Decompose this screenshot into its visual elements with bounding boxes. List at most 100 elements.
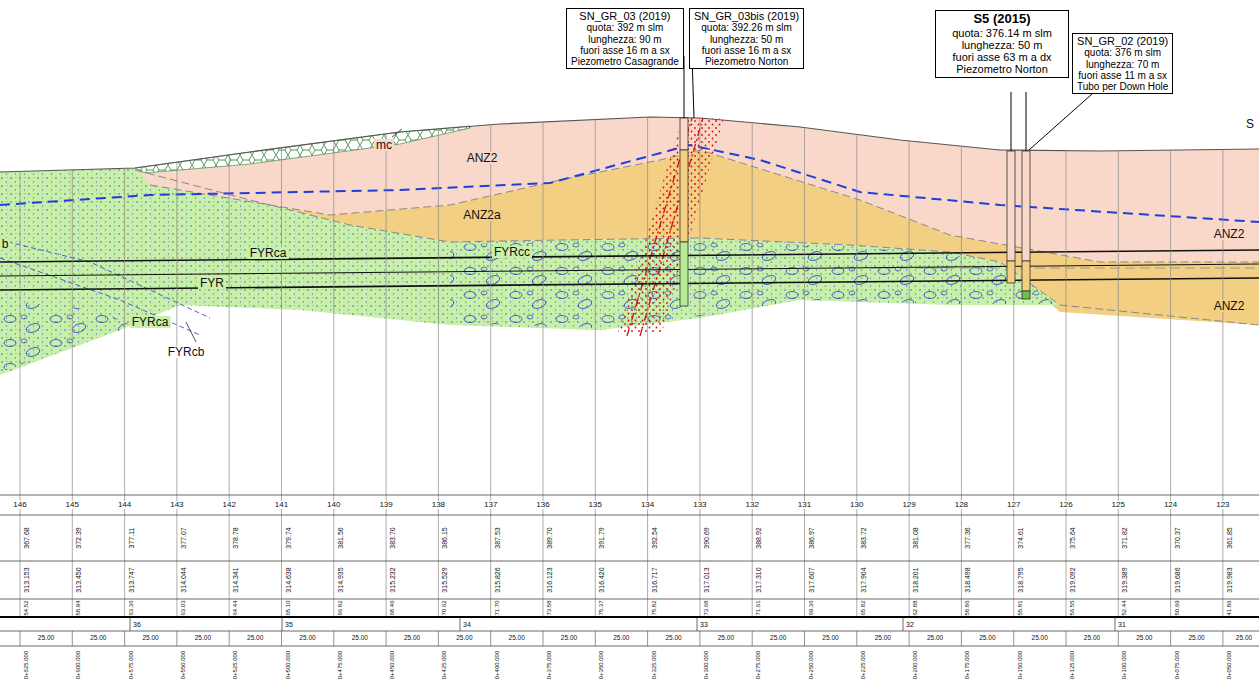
table-rule [0, 561, 1259, 562]
section-number: 134 [640, 501, 655, 509]
section-number: 138 [431, 501, 446, 509]
tunnel-line [0, 278, 1259, 290]
borehole-detail: Tubo per Down Hole [1077, 81, 1168, 92]
unit-label: b [0, 238, 10, 250]
section-number: 127 [1006, 501, 1021, 509]
chainage: 0+625.000 [23, 651, 29, 680]
borehole-detail: lunghezza: 50 m [694, 34, 799, 45]
project-elevation: 318.201 [912, 567, 919, 592]
project-elevation: 317.607 [807, 567, 814, 592]
borehole [680, 242, 688, 306]
ground-elevation: 391.79 [598, 527, 605, 548]
section-number: 142 [222, 501, 237, 509]
borehole-detail: fuori asse 16 m a sx [694, 45, 799, 56]
grid-line [647, 117, 648, 617]
grid-line [647, 631, 648, 646]
section-number: 141 [274, 501, 289, 509]
distance: 25.00 [927, 635, 943, 642]
distance: 25.00 [1032, 635, 1048, 642]
section-number: 130 [849, 501, 864, 509]
borehole [680, 150, 688, 242]
distance: 25.00 [247, 635, 263, 642]
project-elevation: 313.450 [75, 567, 82, 592]
grid-line [281, 631, 282, 646]
distance: 25.00 [352, 635, 368, 642]
ground-elevation: 378.78 [232, 527, 239, 548]
section-number: 139 [378, 501, 393, 509]
distance: 25.00 [404, 635, 420, 642]
project-elevation: 314.341 [232, 567, 239, 592]
chainage: 0+300.000 [703, 651, 709, 680]
grid-line [490, 125, 491, 617]
chainage: 0+200.000 [912, 651, 918, 680]
distance: 25.00 [195, 635, 211, 642]
distance: 25.00 [613, 635, 629, 642]
grid-line [699, 118, 700, 617]
chainage: 0+175.000 [964, 651, 970, 680]
section-number: 143 [169, 501, 184, 509]
grid-line [909, 631, 910, 646]
distance: 25.00 [1188, 635, 1204, 642]
section-number: 131 [797, 501, 812, 509]
grid-line [1222, 149, 1223, 617]
section-number: 125 [1111, 501, 1126, 509]
ground-elevation: 383.72 [859, 527, 866, 548]
borehole [1007, 261, 1015, 283]
grid-line [386, 134, 387, 617]
borehole-name: SN_GR_03bis (2019) [694, 10, 799, 22]
grid-line [124, 631, 125, 646]
grid-line [1170, 631, 1171, 646]
chainage: 0+150.000 [1017, 651, 1023, 680]
distance: 25.00 [979, 635, 995, 642]
ground-elevation: 374.61 [1016, 527, 1023, 548]
unit-label: ANZ2 [1212, 228, 1247, 240]
elevation-difference: 52.44 [1121, 600, 1127, 615]
borehole-info-box: SN_GR_03bis (2019)quota: 392.26 m slmlun… [689, 8, 804, 69]
borehole [680, 118, 688, 150]
borehole-detail: Piezometro Norton [940, 63, 1064, 75]
distance: 25.00 [142, 635, 158, 642]
section-number: 146 [12, 501, 27, 509]
ground-elevation: 381.56 [336, 527, 343, 548]
section-grid [20, 117, 1223, 646]
distance: 25.00 [299, 635, 315, 642]
distance: 25.00 [509, 635, 525, 642]
ground-elevation: 386.15 [441, 527, 448, 548]
tunnel-line [0, 264, 1259, 276]
ground-elevation: 372.39 [75, 527, 82, 548]
elevation-difference: 69.36 [808, 600, 814, 615]
section-number: 123 [1215, 501, 1230, 509]
grid-line [752, 123, 753, 617]
grid-line [130, 617, 131, 631]
km-marker: 35 [285, 621, 293, 628]
section-number: 145 [65, 501, 80, 509]
project-elevation: 318.498 [964, 567, 971, 592]
elevation-difference: 68.46 [389, 600, 395, 615]
elevation-difference: 64.44 [232, 600, 238, 615]
grid-line [176, 162, 177, 617]
elevation-difference: 75.37 [598, 600, 604, 615]
grid-line [124, 168, 125, 617]
chainage: 0+600.000 [75, 651, 81, 680]
borehole-detail: lunghezza: 70 m [1077, 59, 1168, 70]
borehole [1022, 291, 1030, 299]
boreholes [680, 56, 1110, 306]
chainage: 0+500.000 [285, 651, 291, 680]
borehole-detail: quota: 376 m slm [1077, 47, 1168, 58]
borehole-name: S5 (2015) [940, 12, 1064, 27]
fault-line [640, 118, 703, 336]
grid-line [543, 122, 544, 617]
km-marker: 33 [700, 621, 708, 628]
project-elevation: 319.686 [1173, 567, 1180, 592]
grid-line [697, 617, 698, 631]
water-table [0, 145, 1259, 222]
project-elevation: 314.935 [336, 567, 343, 592]
project-elevation: 316.123 [546, 567, 553, 592]
chainage: 0+100.000 [1121, 651, 1127, 680]
section-number: 129 [901, 501, 916, 509]
grid-line [543, 631, 544, 646]
project-elevation: 317.310 [755, 567, 762, 592]
chainage: 0+575.000 [128, 651, 134, 680]
grid-line [1066, 631, 1067, 646]
distance: 25.00 [561, 635, 577, 642]
